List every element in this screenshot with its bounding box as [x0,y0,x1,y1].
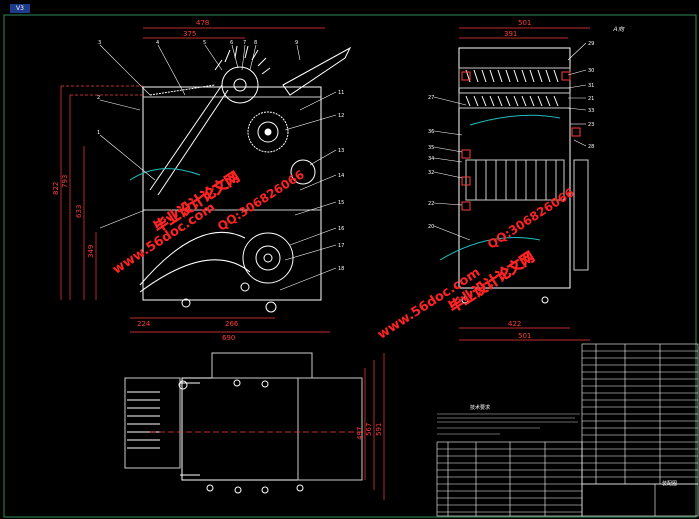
dim-822: 822 [52,182,60,195]
callout: 16 [338,226,344,232]
technical-requirements-title: 技术要求 [470,405,491,411]
front-body-outline [142,86,322,301]
bom-table [436,343,699,517]
dim-391: 391 [504,30,517,38]
dim-567: 567 [365,423,373,436]
callout: 18 [338,266,344,272]
callout: 21 [588,96,594,102]
callout: 7 [243,40,246,46]
front-dimensions [60,27,330,333]
side-callouts: 27 36 35 34 32 22 20 29 30 31 21 33 23 2… [428,41,594,230]
callout: 15 [338,200,344,206]
sheet-border [3,14,697,518]
dim-591: 591 [375,423,383,436]
viewport-tab[interactable]: V3 [10,4,30,13]
callout: 2 [97,95,100,101]
top-body-outline [181,377,363,481]
callout: 32 [428,170,434,176]
callout: 9 [295,40,298,46]
callout: 12 [338,113,344,119]
callout: 28 [588,144,594,150]
callout: 20 [428,224,434,230]
callout: 14 [338,173,344,179]
callout: 29 [588,41,594,47]
callout: 8 [254,40,257,46]
callout: 5 [203,40,206,46]
callout: 22 [428,201,434,207]
top-dimensions [150,353,385,500]
dim-224: 224 [137,320,151,328]
dim-497: 497 [356,427,364,440]
callout: 36 [428,129,434,135]
callout: 34 [428,156,434,162]
notes-block [437,413,580,435]
callout: 4 [156,40,159,46]
callout: 33 [588,108,594,114]
dim-266: 266 [225,320,239,328]
side-view [433,42,589,304]
dim-633: 633 [75,205,83,218]
dim-501-bottom: 501 [518,332,531,340]
callout: 23 [588,122,594,128]
side-body-outline [458,47,571,289]
dim-349: 349 [87,245,95,258]
dim-690: 690 [222,334,235,342]
callout: 11 [338,90,344,96]
dim-793: 793 [61,175,69,188]
side-dimensions [459,27,590,341]
callout: 17 [338,243,344,249]
top-view [124,352,363,494]
callout: 3 [98,40,101,46]
view-direction-label: Ａ向 [612,26,625,33]
callout: 1 [97,130,100,136]
front-callouts: 3 4 5 6 7 8 9 2 1 11 12 13 14 15 16 17 1… [97,40,344,272]
dim-375: 375 [183,30,196,38]
dim-478: 478 [196,19,209,27]
callout: 13 [338,148,344,154]
callout: 6 [230,40,233,46]
callout: 30 [588,68,594,74]
title-block-label: 装配图 [662,481,678,487]
dim-501-top: 501 [518,19,531,27]
front-view [99,44,352,313]
callout: 35 [428,145,434,151]
callout: 27 [428,95,434,101]
callout: 31 [588,83,594,89]
dim-422: 422 [508,320,521,328]
